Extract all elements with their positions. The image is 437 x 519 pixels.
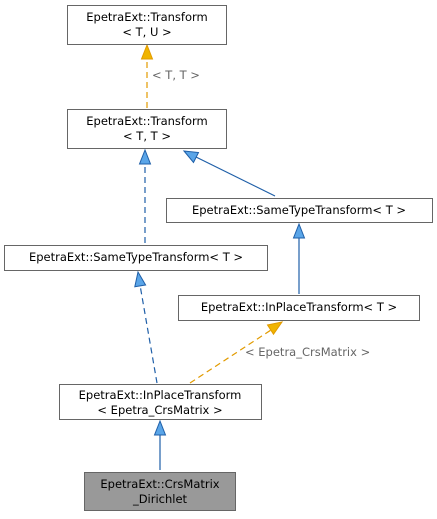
- edge-inplace-crs-to-inplace-right: < Epetra_CrsMatrix >: [189, 321, 370, 384]
- arrowhead-blue-icon: [182, 150, 200, 164]
- svg-text:< Epetra_CrsMatrix >: < Epetra_CrsMatrix >: [97, 403, 222, 417]
- edge-inplace-crs-to-sametype-left: [134, 270, 158, 384]
- arrowhead-blue-icon: [153, 419, 167, 436]
- svg-text:< T, U >: < T, U >: [122, 25, 171, 39]
- arrowhead-blue-icon: [138, 148, 152, 165]
- svg-text:_Dirichlet: _Dirichlet: [132, 492, 188, 506]
- svg-text:< T, T >: < T, T >: [123, 129, 171, 143]
- svg-text:EpetraExt::InPlaceTransform: EpetraExt::InPlaceTransform: [79, 388, 242, 402]
- node-inplace-transform-crs[interactable]: EpetraExt::InPlaceTransform < Epetra_Crs…: [59, 384, 262, 420]
- node-sametype-transform-right[interactable]: EpetraExt::SameTypeTransform< T >: [166, 198, 433, 223]
- node-transform-t-u[interactable]: EpetraExt::Transform < T, U >: [67, 5, 227, 45]
- edge-label-tt: < T, T >: [152, 68, 200, 82]
- node-sametype-transform-left[interactable]: EpetraExt::SameTypeTransform< T >: [4, 245, 268, 271]
- edge-inplace-right-to-sametype-right: [292, 222, 306, 294]
- svg-text:EpetraExt::SameTypeTransform<: EpetraExt::SameTypeTransform< T >: [192, 203, 406, 217]
- svg-text:EpetraExt::Transform: EpetraExt::Transform: [86, 10, 207, 24]
- node-inplace-transform-right[interactable]: EpetraExt::InPlaceTransform< T >: [178, 295, 420, 321]
- edge-sametype-right-to-transform-tt: [182, 150, 276, 197]
- svg-text:EpetraExt::SameTypeTransform<: EpetraExt::SameTypeTransform< T >: [29, 250, 243, 264]
- arrowhead-orange-icon: [140, 43, 154, 60]
- svg-text:EpetraExt::InPlaceTransform< T: EpetraExt::InPlaceTransform< T >: [201, 300, 397, 314]
- edge-sametype-left-to-transform-tt: [138, 148, 152, 243]
- arrowhead-blue-icon: [134, 270, 147, 288]
- node-transform-t-t[interactable]: EpetraExt::Transform < T, T >: [67, 109, 227, 149]
- edge-transform-tt-to-tu: < T, T >: [140, 43, 200, 108]
- edge-label-crs: < Epetra_CrsMatrix >: [245, 345, 370, 359]
- arrowhead-blue-icon: [292, 222, 306, 239]
- edge-dirichlet-to-inplace-crs: [153, 419, 167, 470]
- arrowhead-orange-icon: [266, 321, 284, 336]
- svg-text:EpetraExt::Transform: EpetraExt::Transform: [86, 114, 207, 128]
- node-crsmatrix-dirichlet[interactable]: EpetraExt::CrsMatrix _Dirichlet: [84, 472, 236, 511]
- svg-text:EpetraExt::CrsMatrix: EpetraExt::CrsMatrix: [100, 477, 219, 491]
